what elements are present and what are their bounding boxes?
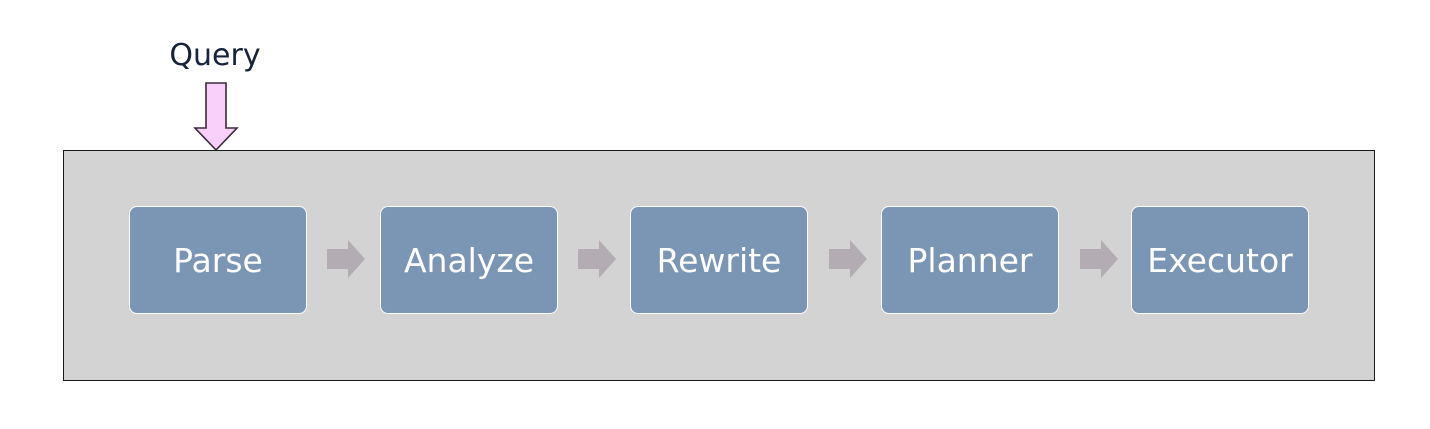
stage-label: Parse bbox=[173, 240, 263, 280]
down-arrow-icon bbox=[193, 82, 239, 152]
query-label: Query bbox=[169, 38, 261, 73]
stage-label: Rewrite bbox=[656, 240, 782, 280]
stage-analyze: Analyze bbox=[380, 206, 558, 314]
right-arrow-icon bbox=[1080, 240, 1118, 278]
stage-executor: Executor bbox=[1131, 206, 1309, 314]
right-arrow-icon bbox=[327, 240, 365, 278]
right-arrow-icon bbox=[829, 240, 867, 278]
stage-rewrite: Rewrite bbox=[630, 206, 808, 314]
stage-label: Executor bbox=[1147, 240, 1293, 280]
pipeline-container: Parse Analyze Rewrite Planner Executor bbox=[63, 150, 1375, 381]
right-arrow-icon bbox=[578, 240, 616, 278]
stage-label: Planner bbox=[907, 240, 1033, 280]
stage-planner: Planner bbox=[881, 206, 1059, 314]
stage-parse: Parse bbox=[129, 206, 307, 314]
stage-label: Analyze bbox=[403, 240, 535, 280]
